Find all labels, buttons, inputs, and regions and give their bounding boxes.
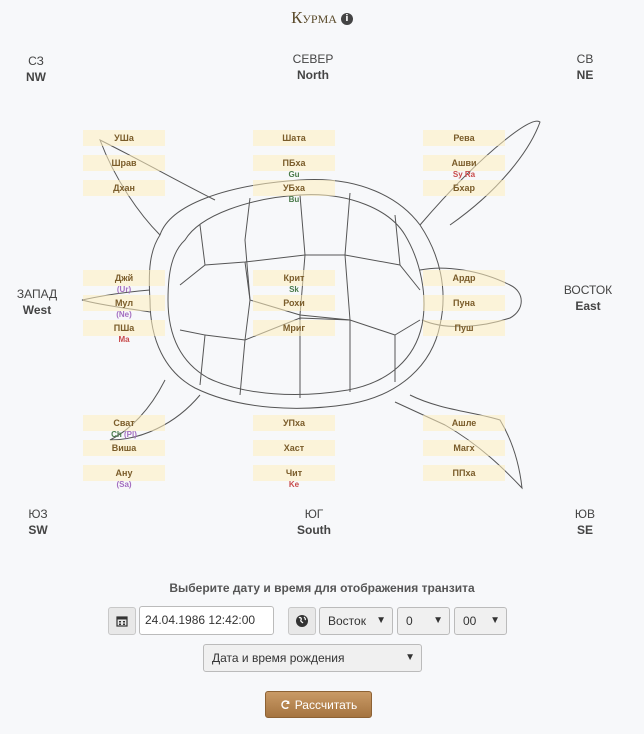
- nakshatra-cell: Рохи: [253, 295, 335, 311]
- chevron-down-icon: ▼: [433, 615, 443, 626]
- direction-e: ВОСТОК East: [548, 282, 628, 314]
- timezone-minutes-select[interactable]: 00 ▼: [454, 607, 507, 635]
- calendar-button[interactable]: [108, 607, 136, 635]
- planet-label: Ra: [464, 170, 476, 179]
- nakshatra-cell: Сват: [83, 415, 165, 431]
- planet-label: (Sa): [116, 480, 132, 489]
- direction-ne-ru: СВ: [576, 52, 594, 66]
- refresh-icon: [281, 700, 290, 710]
- nakshatra-cell: ППха: [423, 465, 505, 481]
- datetime-input[interactable]: 24.04.1986 12:42:00: [139, 606, 274, 635]
- chevron-down-icon: ▼: [376, 615, 386, 626]
- nakshatra-cell: Чит: [253, 465, 335, 481]
- nakshatra-cell: Виша: [83, 440, 165, 456]
- direction-sw: ЮЗ SW: [0, 506, 78, 538]
- direction-se-ru: ЮВ: [574, 507, 596, 521]
- nakshatra-cell: ПШа: [83, 320, 165, 336]
- direction-sw-en: SW: [28, 523, 48, 537]
- nakshatra-cell: Пуш: [423, 320, 505, 336]
- nakshatra-cell: Ардр: [423, 270, 505, 286]
- nakshatra-cell: Шрав: [83, 155, 165, 171]
- mode-value: Дата и время рождения: [212, 651, 345, 665]
- direction-s-en: South: [297, 523, 331, 537]
- planet-label: Sy: [452, 170, 463, 179]
- direction-n-ru: СЕВЕР: [292, 52, 334, 66]
- nakshatra-cell: УШа: [83, 130, 165, 146]
- nakshatra-cell: Рева: [423, 130, 505, 146]
- nakshatra-cell: Хаст: [253, 440, 335, 456]
- transit-caption: Выберите дату и время для отображения тр…: [169, 581, 475, 595]
- direction-nw-ru: СЗ: [28, 54, 44, 68]
- direction-n: СЕВЕР North: [273, 51, 353, 83]
- chevron-down-icon: ▼: [405, 652, 415, 663]
- nakshatra-cell: Бхар: [423, 180, 505, 196]
- page-title-text: Курма: [291, 8, 337, 27]
- nakshatra-cell: Ашви: [423, 155, 505, 171]
- planet-label: Bu: [288, 195, 300, 204]
- direction-ne-en: NE: [576, 68, 594, 82]
- nakshatra-cell: УБха: [253, 180, 335, 196]
- nakshatra-cell: Пуна: [423, 295, 505, 311]
- nakshatra-cell: Дхан: [83, 180, 165, 196]
- timezone-hours-value: 0: [406, 614, 413, 628]
- planet-label: (Ne): [116, 310, 132, 319]
- nakshatra-cell: Джй: [83, 270, 165, 286]
- info-icon[interactable]: i: [340, 13, 353, 25]
- planet-label: Ma: [118, 335, 130, 344]
- planet-label: (Ur): [116, 285, 132, 294]
- timezone-button[interactable]: [288, 607, 316, 635]
- timezone-minutes-value: 00: [463, 614, 477, 628]
- planet-label-group: Sy Ra: [423, 170, 505, 180]
- planet-label: Gu: [288, 170, 300, 179]
- direction-se: ЮВ SE: [545, 506, 625, 538]
- direction-s-ru: ЮГ: [304, 507, 324, 521]
- nakshatra-cell: УПха: [253, 415, 335, 431]
- direction-se-en: SE: [576, 523, 593, 537]
- timezone-direction-value: Восток: [328, 614, 366, 628]
- planet-label-group: Ch (Pl): [83, 430, 165, 440]
- calculate-button-label: Рассчитать: [294, 698, 358, 712]
- nakshatra-cell: Мриг: [253, 320, 335, 336]
- timezone-direction-select[interactable]: Восток ▼: [319, 607, 393, 635]
- direction-e-ru: ВОСТОК: [563, 283, 613, 297]
- nakshatra-cell: Шата: [253, 130, 335, 146]
- direction-w: ЗАПАД West: [0, 286, 77, 318]
- direction-nw-en: NW: [26, 70, 46, 84]
- mode-select[interactable]: Дата и время рождения ▼: [203, 644, 422, 672]
- direction-e-en: East: [575, 299, 601, 313]
- nakshatra-cell: Крит: [253, 270, 335, 286]
- calendar-icon: [116, 616, 128, 627]
- chevron-down-icon: ▼: [490, 615, 500, 626]
- timezone-hours-select[interactable]: 0▼: [397, 607, 450, 635]
- planet-label: Sk: [289, 285, 299, 294]
- direction-w-en: West: [22, 303, 52, 317]
- nakshatra-cell: Ану: [83, 465, 165, 481]
- planet-label: Ke: [288, 480, 300, 489]
- nakshatra-cell: Магх: [423, 440, 505, 456]
- nakshatra-cell: Мул: [83, 295, 165, 311]
- nakshatra-cell: ПБха: [253, 155, 335, 171]
- calculate-button[interactable]: Рассчитать: [265, 691, 372, 718]
- planet-label: Ch: [111, 430, 122, 439]
- direction-sw-ru: ЮЗ: [28, 507, 48, 521]
- direction-w-ru: ЗАПАД: [16, 287, 58, 301]
- globe-icon: [296, 615, 308, 627]
- direction-nw: СЗ NW: [0, 53, 76, 85]
- nakshatra-cell: Ашле: [423, 415, 505, 431]
- direction-n-en: North: [297, 68, 329, 82]
- direction-s: ЮГ South: [274, 506, 354, 538]
- direction-ne: СВ NE: [545, 51, 625, 83]
- planet-label: (Pl): [124, 430, 137, 439]
